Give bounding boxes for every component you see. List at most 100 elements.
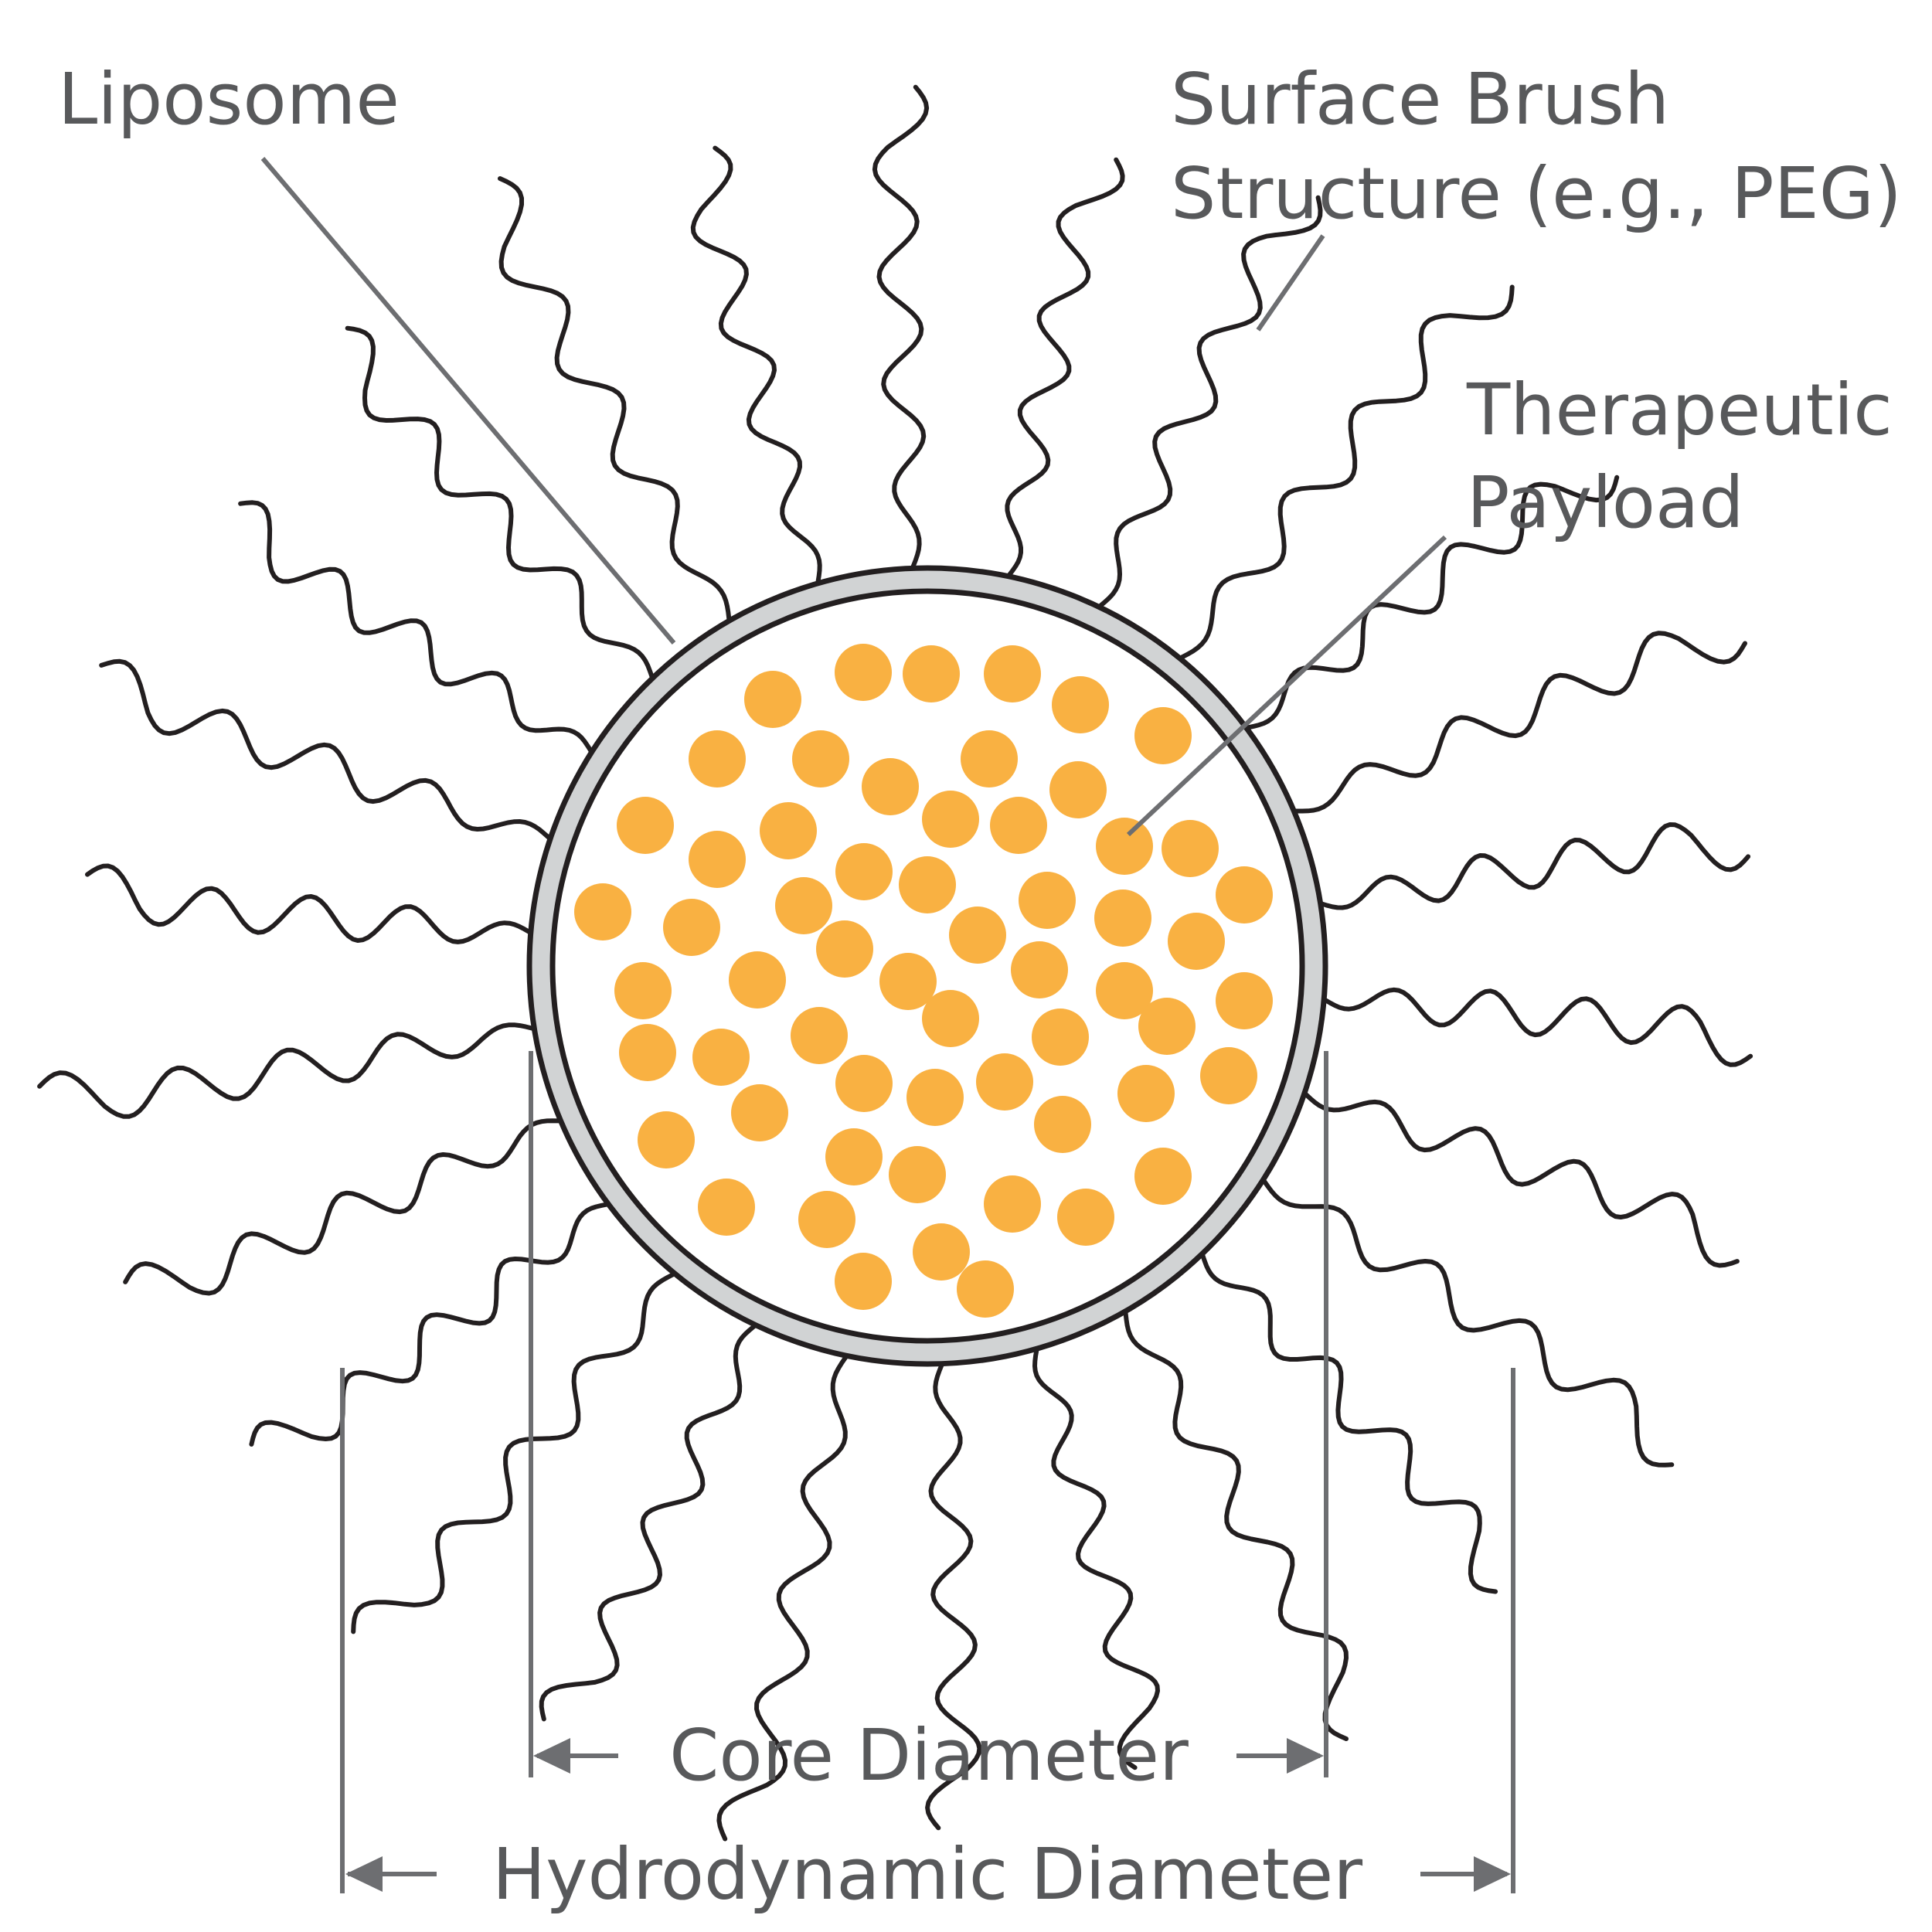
- payload-particle: [1134, 707, 1192, 764]
- payload-particle: [1134, 1148, 1192, 1205]
- liposome-leader-line: [260, 157, 676, 645]
- peg-chain: [498, 176, 733, 627]
- peg-chain: [37, 1022, 540, 1119]
- payload-particle: [922, 791, 979, 848]
- payload-particle: [835, 1055, 893, 1112]
- payload-particle: [835, 843, 893, 900]
- payload-particle: [1168, 913, 1225, 970]
- core-diameter-label: Core Diameter: [669, 1714, 1189, 1797]
- peg-chain: [85, 863, 536, 944]
- payload-particle: [692, 1029, 750, 1086]
- payload-particle: [1057, 1189, 1114, 1246]
- peg-chain: [123, 1118, 566, 1296]
- payload-particle: [1094, 889, 1151, 947]
- peg-chain: [238, 500, 596, 758]
- payload-particle: [984, 645, 1041, 702]
- payload-particle: [1216, 972, 1273, 1029]
- payload-particle: [663, 899, 720, 956]
- payload-particle-group: [574, 644, 1273, 1318]
- payload-particle: [792, 730, 849, 787]
- payload-particle: [949, 906, 1006, 964]
- payload-particle: [798, 1191, 855, 1248]
- liposome-label: Liposome: [58, 58, 400, 141]
- payload-particle: [1034, 1096, 1091, 1153]
- payload-particle: [922, 990, 979, 1047]
- payload-particle: [1096, 818, 1153, 875]
- payload-particle: [957, 1260, 1014, 1318]
- peg-chain: [690, 145, 822, 590]
- peg-chain: [1315, 822, 1751, 910]
- core-right-arrowhead: [1287, 1738, 1324, 1774]
- hydro-left-arrowhead: [345, 1856, 383, 1892]
- payload-particle: [906, 1069, 964, 1126]
- payload-particle: [835, 1253, 892, 1310]
- payload-particle: [1011, 941, 1068, 998]
- payload-particle: [1138, 998, 1196, 1055]
- payload-particle: [775, 877, 832, 934]
- payload-particle: [1216, 866, 1273, 923]
- payload-particle: [825, 1128, 883, 1185]
- payload-particle: [1117, 1065, 1175, 1122]
- peg-chain: [1122, 1305, 1349, 1741]
- payload-particle: [638, 1111, 695, 1168]
- payload-particle: [614, 962, 672, 1019]
- hydro-right-arrowhead: [1474, 1856, 1511, 1892]
- payload-particle: [913, 1223, 970, 1281]
- peg-chain: [539, 1320, 761, 1722]
- peg-chain: [1003, 157, 1125, 582]
- peg-chain: [872, 84, 930, 574]
- payload-particle: [816, 920, 873, 978]
- peg-chain: [249, 1201, 614, 1447]
- payload-particle: [1162, 820, 1219, 877]
- peg-chain: [925, 1358, 982, 1831]
- payload-particle: [903, 645, 960, 702]
- peg-chain: [1259, 1174, 1675, 1468]
- peg-chain: [1175, 284, 1515, 662]
- payload-particle: [862, 758, 919, 815]
- brush-label-line1: Surface Brush: [1171, 58, 1669, 141]
- payload-particle: [889, 1146, 946, 1203]
- payload-label-line1: Therapeutic: [1466, 369, 1893, 451]
- payload-particle: [1200, 1047, 1257, 1104]
- payload-particle: [976, 1053, 1033, 1111]
- brush-leader-line: [1256, 234, 1325, 332]
- brush-label-line2: Structure (e.g., PEG): [1171, 152, 1902, 235]
- payload-particle: [698, 1179, 755, 1236]
- peg-chain: [716, 1350, 852, 1842]
- payload-particle: [731, 1084, 788, 1141]
- peg-chain: [1032, 1342, 1160, 1770]
- core-diameter-dimension: Core Diameter: [529, 1051, 1328, 1797]
- payload-particle: [835, 644, 892, 701]
- payload-label-line2: Payload: [1467, 461, 1744, 544]
- payload-particle: [1032, 1009, 1089, 1066]
- payload-particle: [879, 953, 937, 1010]
- payload-particle: [899, 856, 956, 913]
- payload-particle: [1019, 872, 1076, 929]
- peg-chain: [1240, 474, 1620, 731]
- payload-particle: [760, 802, 817, 859]
- peg-chain: [351, 1270, 680, 1634]
- payload-particle: [984, 1175, 1041, 1233]
- peg-chain: [1288, 631, 1747, 814]
- peg-chain-group: [37, 84, 1753, 1842]
- payload-particle: [617, 797, 674, 854]
- payload-particle: [791, 1007, 848, 1064]
- payload-particle: [744, 671, 801, 728]
- payload-particle: [961, 730, 1018, 787]
- payload-leader-line: [1126, 535, 1447, 837]
- peg-chain: [1318, 987, 1753, 1067]
- peg-chain: [345, 325, 656, 684]
- peg-chain: [1094, 195, 1323, 612]
- core-left-arrowhead: [533, 1738, 570, 1774]
- peg-chain: [99, 658, 556, 844]
- payload-particle: [689, 730, 746, 787]
- payload-particle: [619, 1024, 676, 1081]
- payload-particle: [574, 883, 631, 940]
- peg-chain: [1199, 1248, 1498, 1594]
- payload-particle: [1049, 761, 1107, 818]
- payload-particle: [1096, 962, 1153, 1019]
- payload-particle: [729, 951, 786, 1009]
- peg-chain: [1299, 1088, 1740, 1268]
